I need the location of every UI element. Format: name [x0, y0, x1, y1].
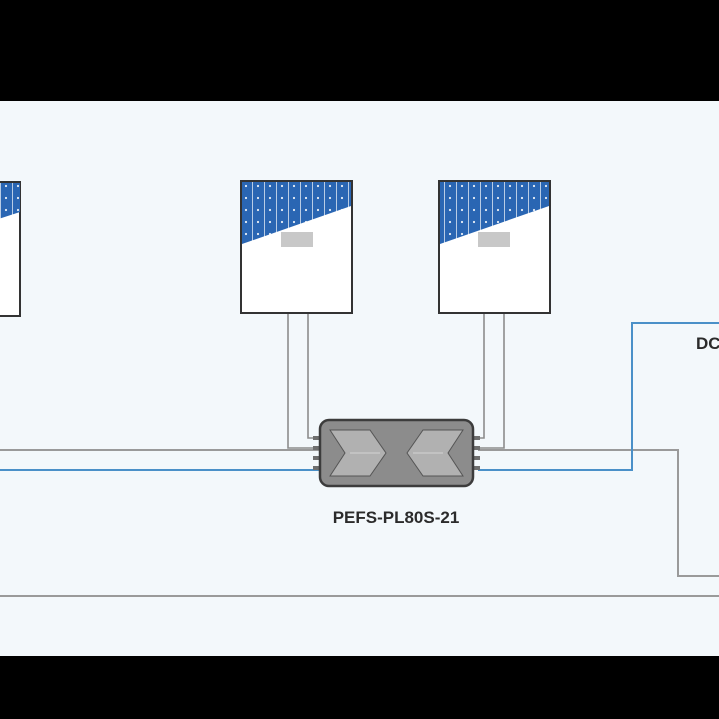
dc-line-right — [478, 322, 719, 471]
solar-panel-left-partial — [0, 181, 21, 317]
dc-label: DC — [696, 334, 719, 353]
letterbox-bottom — [0, 656, 719, 719]
solar-panel-1 — [240, 180, 353, 314]
solar-panel-2 — [438, 180, 551, 314]
ac-line-right — [478, 449, 719, 577]
device-label: PEFS-PL80S-21 — [333, 508, 460, 527]
dc-lines — [0, 322, 719, 471]
letterbox-top — [0, 0, 719, 101]
diagram-canvas — [0, 101, 719, 656]
device-connectors — [313, 436, 480, 470]
rapid-shutdown-device — [318, 418, 475, 488]
ac-trunk-lines — [0, 449, 719, 597]
